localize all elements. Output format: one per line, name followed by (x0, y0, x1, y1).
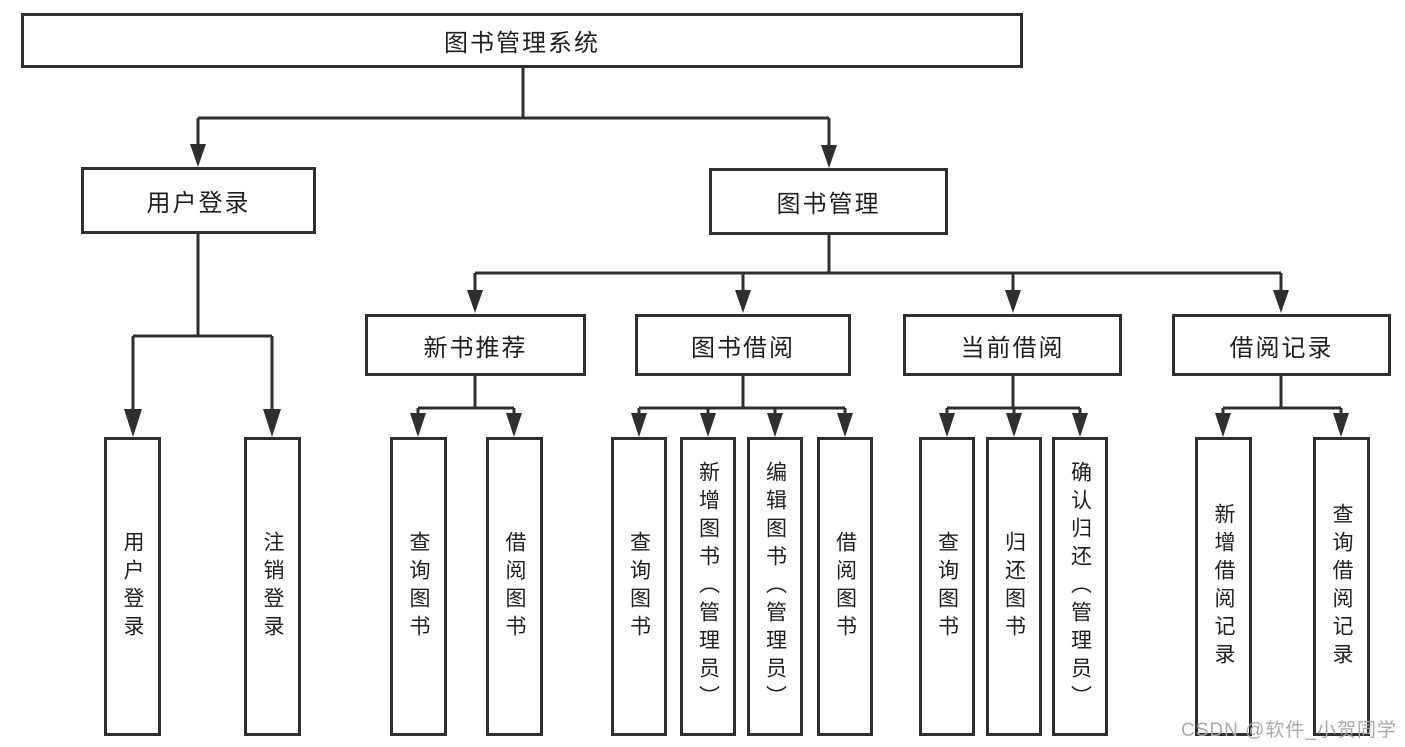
node-leaf-borrow-books-2-label: 借阅图书 (833, 530, 857, 643)
node-library-system-label: 图书管理系统 (444, 30, 600, 57)
node-leaf-add-books-admin-label: 新增图书（管理员） (696, 460, 720, 713)
node-leaf-query-books-2-label: 查询图书 (627, 530, 651, 643)
node-leaf-confirm-return-admin: 确认归还（管理员） (1052, 437, 1108, 736)
node-borrow-records-label: 借阅记录 (1229, 334, 1334, 362)
node-book-management-label: 图书管理 (776, 191, 881, 218)
node-leaf-query-borrow-record: 查询借阅记录 (1313, 437, 1370, 736)
node-leaf-borrow-books-1-label: 借阅图书 (503, 530, 526, 643)
node-user-login-label: 用户登录 (146, 190, 251, 217)
node-leaf-borrow-books-1: 借阅图书 (486, 437, 543, 736)
node-leaf-query-books-2: 查询图书 (611, 437, 667, 736)
node-leaf-query-books-1: 查询图书 (390, 437, 447, 736)
node-leaf-add-borrow-record: 新增借阅记录 (1195, 437, 1252, 736)
node-leaf-query-borrow-record-label: 查询借阅记录 (1330, 502, 1353, 671)
node-leaf-confirm-return-admin-label: 确认归还（管理员） (1068, 460, 1092, 713)
node-leaf-query-books-1-label: 查询图书 (407, 530, 430, 643)
node-current-borrow-label: 当前借阅 (960, 334, 1065, 362)
arrowheads (124, 144, 1349, 437)
node-new-book-recommend: 新书推荐 (365, 314, 586, 376)
node-leaf-user-login: 用户登录 (104, 437, 161, 736)
node-book-borrow-label: 图书借阅 (691, 334, 795, 362)
node-leaf-query-books-3: 查询图书 (919, 437, 975, 736)
node-library-system: 图书管理系统 (21, 13, 1023, 68)
node-leaf-add-borrow-record-label: 新增借阅记录 (1212, 502, 1235, 671)
node-leaf-user-login-label: 用户登录 (121, 530, 144, 643)
node-borrow-records: 借阅记录 (1172, 314, 1391, 376)
node-new-book-recommend-label: 新书推荐 (423, 334, 528, 362)
node-leaf-return-books-label: 归还图书 (1002, 530, 1026, 643)
node-book-borrow: 图书借阅 (635, 314, 851, 376)
node-leaf-logout: 注销登录 (244, 437, 301, 736)
node-leaf-query-books-3-label: 查询图书 (935, 530, 959, 643)
node-leaf-add-books-admin: 新增图书（管理员） (680, 437, 736, 736)
csdn-watermark: CSDN @软件_小贺同学 (1181, 720, 1397, 741)
node-book-management: 图书管理 (709, 168, 948, 235)
node-leaf-edit-books-admin: 编辑图书（管理员） (747, 437, 803, 736)
node-current-borrow: 当前借阅 (903, 314, 1122, 376)
node-leaf-edit-books-admin-label: 编辑图书（管理员） (763, 460, 787, 713)
node-leaf-logout-label: 注销登录 (261, 530, 284, 643)
node-user-login: 用户登录 (81, 167, 316, 234)
node-leaf-borrow-books-2: 借阅图书 (817, 437, 873, 736)
node-leaf-return-books: 归还图书 (986, 437, 1042, 736)
